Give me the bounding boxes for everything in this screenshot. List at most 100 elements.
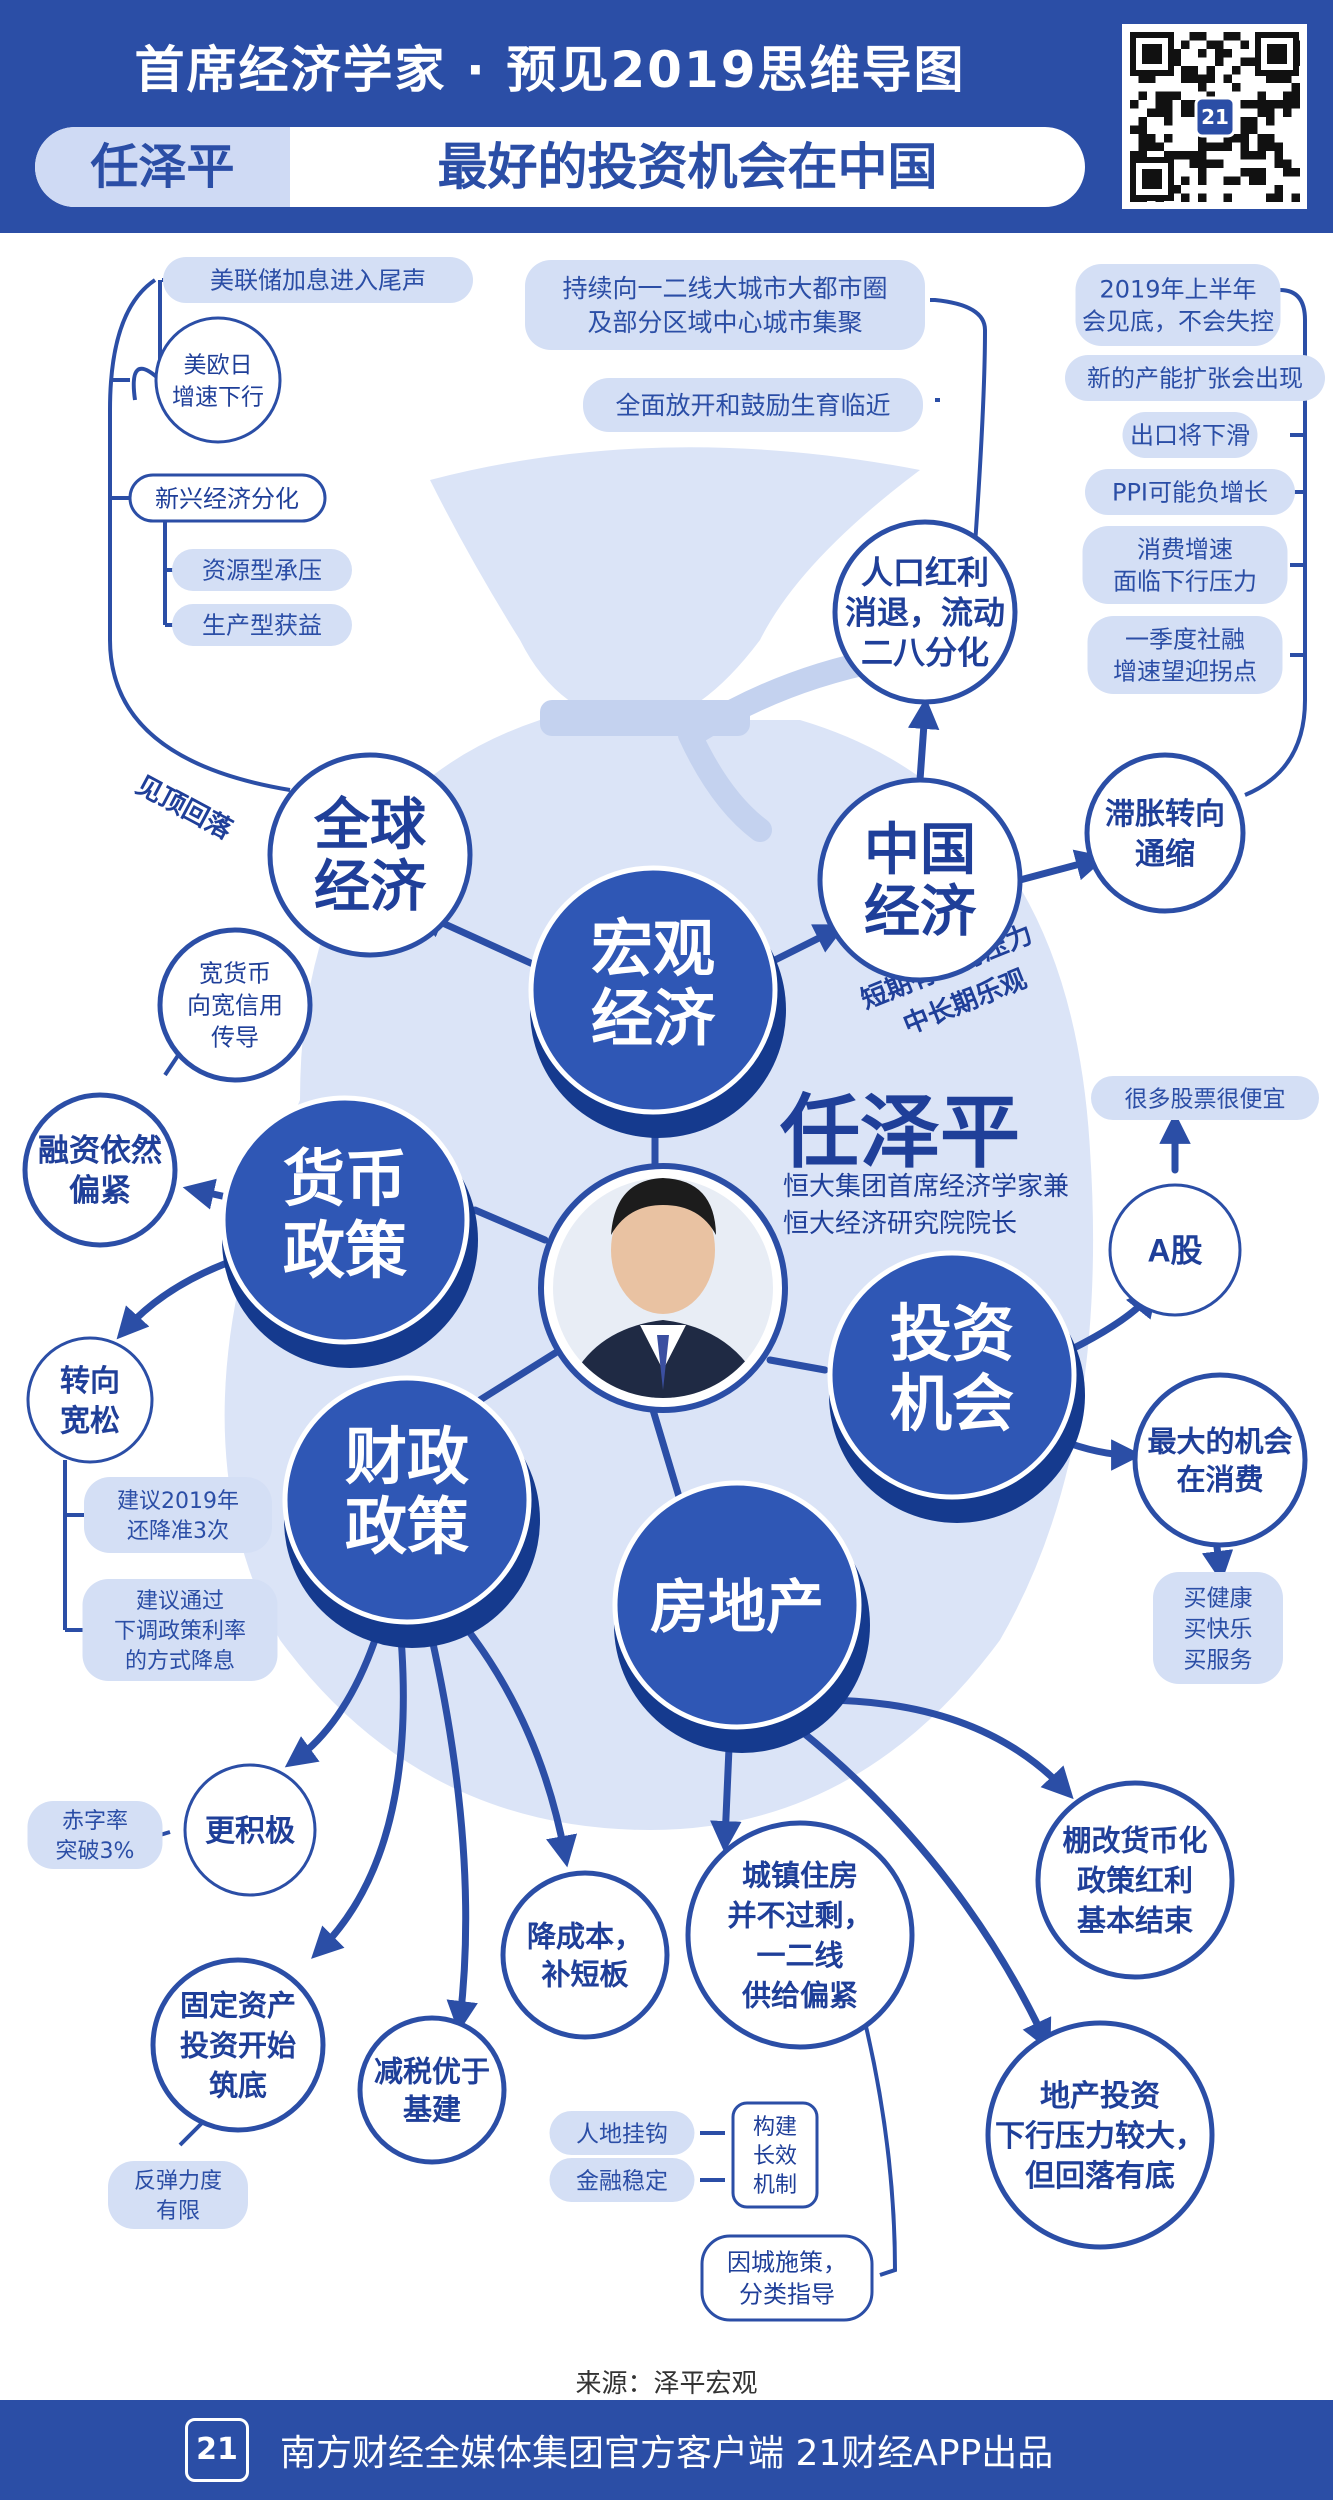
node-consumption-line1: 最大的机会: [1147, 1424, 1292, 1458]
pill-rrr-cut-line1: 建议2019年: [117, 1489, 239, 1514]
node-population-line3: 二八分化: [861, 635, 989, 671]
node-stagflation-line2: 通缩: [1135, 838, 1195, 871]
pill-rebound-line2: 有限: [156, 2199, 200, 2224]
edge-macro-china: [771, 924, 847, 964]
node-property-invest-line3: 但回落有底: [1025, 2160, 1175, 2193]
node-housing-line1: 城镇住房: [742, 1859, 858, 1892]
node-housing-line3: 一二线: [756, 1939, 843, 1972]
pill-export-line1: 出口将下滑: [1130, 422, 1250, 450]
edge-population-bracket: [930, 298, 988, 546]
node-broad-money-line1: 宽货币: [199, 961, 271, 988]
node-cut-cost[interactable]: 降成本， 补短板: [500, 1870, 670, 2040]
node-tax-cut-line2: 基建: [403, 2093, 461, 2126]
node-china-line1: 中国: [864, 818, 976, 881]
node-fixed-asset-line2: 投资开始: [180, 2029, 296, 2062]
node-financing-line1: 融资依然: [38, 1133, 162, 1168]
node-property-invest-line1: 地产投资: [1040, 2080, 1160, 2113]
node-a-share[interactable]: A股: [1108, 1183, 1242, 1317]
pill-ppi-line1: PPI可能负增长: [1112, 479, 1268, 507]
edge-fiscal-active: [284, 1621, 384, 1768]
edge-china-population: [907, 697, 940, 784]
person-title-line1: 恒大集团首席经济学家兼: [783, 1171, 1069, 1201]
hub-realestate-label: 房地产: [650, 1573, 824, 1641]
hub-realestate[interactable]: 房地产: [612, 1480, 870, 1753]
pill-consume-growth-line2: 面临下行压力: [1113, 568, 1257, 596]
pill-production: 生产型获益: [172, 604, 352, 646]
node-city-policy-line1: 因城施策，: [727, 2250, 847, 2277]
edge-person-realestate: [646, 1396, 684, 1504]
edge-fiscal-cutcost: [456, 1616, 578, 1868]
edge-fiscal-taxcut: [426, 1626, 478, 2033]
pill-buy-health-line2: 买快乐: [1184, 1616, 1253, 1642]
hub-invest[interactable]: 投资 机会: [827, 1250, 1085, 1523]
pill-buy-health-line1: 买健康: [1184, 1585, 1253, 1611]
pill-birth-line1: 全面放开和鼓励生育临近: [615, 391, 890, 420]
node-cut-cost-line2: 补短板: [541, 1958, 629, 1991]
node-more-active-line1: 更积极: [205, 1815, 295, 1848]
hub-invest-line1: 投资: [890, 1297, 1014, 1370]
pill-buy-health-line3: 买服务: [1184, 1647, 1253, 1673]
qr-code-icon[interactable]: 21: [1122, 24, 1307, 209]
node-cut-cost-line1: 降成本，: [527, 1920, 643, 1953]
header-banner: 首席经济学家 · 预见2019思维导图 任泽平 最好的投资机会在中国 21: [0, 0, 1333, 233]
mind-map: 宏观 经济 货币 政策 财政 政策 房地产 投资 机会 任泽平: [22, 257, 1325, 2322]
edge-loose-children: [63, 1460, 85, 1632]
pill-ppi: PPI可能负增长: [1085, 469, 1295, 515]
footer-text: 南方财经全媒体集团官方客户端 21财经APP出品: [280, 2433, 1054, 2474]
pill-land-link: 人地挂钩: [549, 2111, 695, 2155]
economist-name-tag: 任泽平: [35, 127, 290, 207]
pill-h1-2019-line2: 会见底，不会失控: [1082, 308, 1274, 336]
pill-fed: 美联储加息进入尾声: [163, 257, 473, 303]
pill-rate-cut-line2: 下调政策利率: [114, 1619, 246, 1644]
node-more-active[interactable]: 更积极: [183, 1763, 317, 1897]
node-new-econ-line1: 新兴经济分化: [155, 486, 299, 513]
qr-logo-text: 21: [1201, 105, 1229, 129]
pill-capacity-line1: 新的产能扩张会出现: [1087, 365, 1303, 393]
pill-fed-line1: 美联储加息进入尾声: [210, 267, 426, 295]
node-city-policy-line2: 分类指导: [739, 2282, 835, 2309]
node-turn-loose-line1: 转向: [60, 1365, 120, 1398]
hub-fiscal-line2: 政策: [345, 1490, 469, 1563]
edge-stagflation-bracket: [1244, 288, 1307, 797]
hub-macro-line1: 宏观: [591, 912, 715, 985]
pill-social-finance-line1: 一季度社融: [1125, 626, 1245, 654]
node-us-eu-jp-line2: 增速下行: [172, 383, 264, 409]
node-city-policy[interactable]: 因城施策， 分类指导: [700, 2234, 874, 2322]
pill-h1-2019-line1: 2019年上半年: [1099, 276, 1256, 304]
hub-monetary-line2: 政策: [283, 1214, 407, 1287]
node-new-econ[interactable]: 新兴经济分化: [128, 473, 327, 523]
node-shantytown-line1: 棚改货币化: [1062, 1823, 1207, 1857]
edge-china-stagflation: [1016, 849, 1108, 884]
node-a-share-line1: A股: [1147, 1233, 1202, 1269]
hub-monetary[interactable]: 货币 政策: [220, 1095, 478, 1368]
person-title-line2: 恒大经济研究院院长: [783, 1208, 1017, 1238]
person-name: 任泽平: [780, 1088, 1020, 1177]
hub-fiscal[interactable]: 财政 政策: [282, 1375, 540, 1648]
edge-global-branch-b: [131, 366, 162, 401]
hub-macro[interactable]: 宏观 经济: [528, 865, 786, 1138]
node-global-line1: 全球: [313, 793, 427, 856]
node-tax-cut-line1: 减税优于: [374, 2055, 490, 2088]
